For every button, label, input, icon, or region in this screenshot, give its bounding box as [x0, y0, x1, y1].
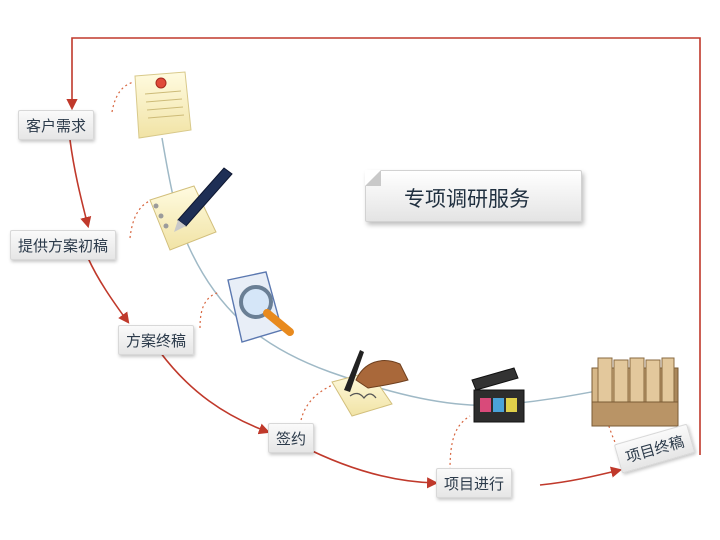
- return-loop-line: [66, 37, 701, 455]
- flow-arrow-2: [87, 257, 130, 324]
- title-box: 专项调研服务: [365, 170, 582, 222]
- step-label-4: 签约: [268, 423, 315, 453]
- diagram-title: 专项调研服务: [404, 187, 530, 211]
- magnifier-document-icon: [227, 271, 294, 343]
- signing-hand-icon: [331, 350, 409, 417]
- flow-arrow-1: [69, 139, 92, 229]
- step-label-3: 方案终稿: [118, 325, 195, 355]
- flow-arrow-4: [299, 444, 439, 489]
- pen-notepad-icon: [149, 167, 233, 251]
- flow-arrow-3: [159, 351, 271, 435]
- step-label-1: 客户需求: [18, 110, 95, 140]
- flow-arrow-5: [539, 466, 623, 486]
- memo-note-icon: [134, 71, 192, 139]
- title-box-fold: [365, 170, 381, 186]
- file-folders-icon: [591, 357, 679, 427]
- step-label-2: 提供方案初稿: [10, 230, 117, 260]
- step-label-5: 项目进行: [436, 468, 513, 498]
- film-clapper-icon: [471, 367, 525, 423]
